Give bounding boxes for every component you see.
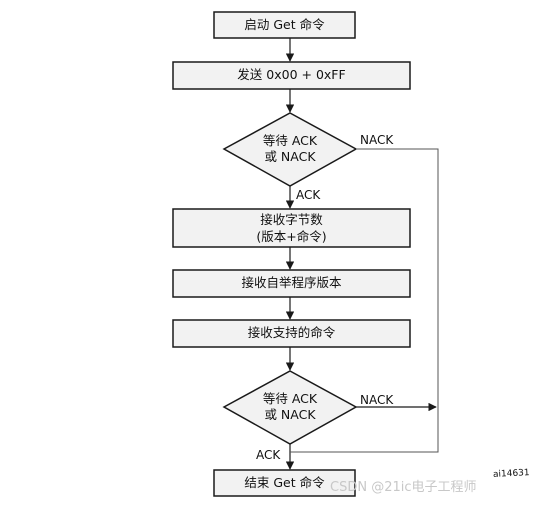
receive-version-label: 接收自举程序版本 [241,275,342,290]
receive-bytes-label-line2: (版本+命令) [256,229,327,244]
wait1-label-line2: 或 NACK [264,149,316,164]
connector-wait1-nack [290,148,439,453]
end-box [213,469,356,497]
send-label: 发送 0x00 + 0xFF [237,67,346,82]
send-box [172,61,411,90]
receive-bytes-box [172,208,411,248]
wait1-ack-label: ACK [296,188,321,202]
receive-version-box [172,269,411,298]
figure-reference: ai14631 [492,468,530,480]
wait2-label-line1: 等待 ACK [262,391,318,406]
wait2-nack-label: NACK [360,393,394,407]
receive-commands-label: 接收支持的命令 [247,325,336,340]
wait2-ack-label: ACK [256,448,281,462]
receive-commands-box [172,319,411,348]
end-label: 结束 Get 命令 [244,475,325,490]
receive-bytes-label-line1: 接收字节数 [260,212,323,227]
start-box [213,11,356,39]
wait1-label-line1: 等待 ACK [262,133,318,148]
start-label: 启动 Get 命令 [244,17,325,32]
wait1-nack-label: NACK [360,133,394,147]
wait2-label-line2: 或 NACK [264,407,316,422]
csdn-watermark: CSDN @21ic电子工程师 [330,480,477,495]
